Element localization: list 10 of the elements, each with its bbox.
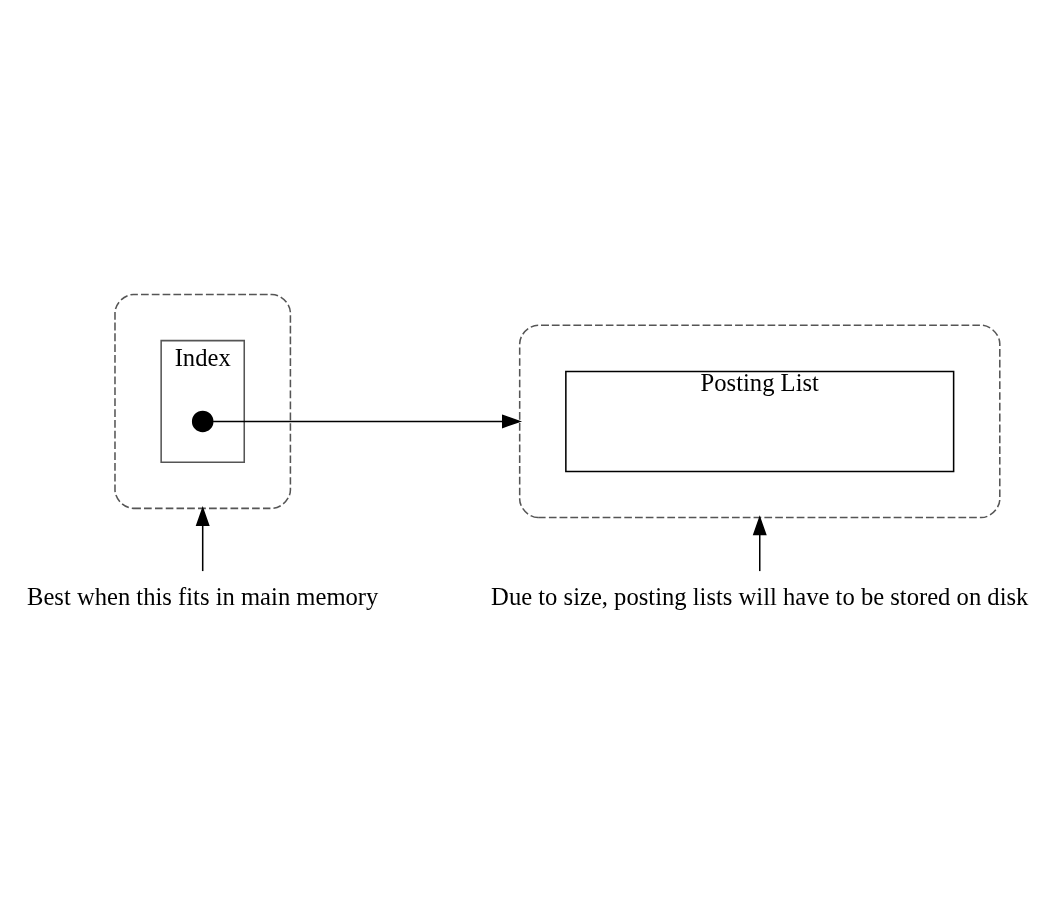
node-text: Best when this fits in main memory (27, 582, 379, 610)
arrow (752, 515, 767, 572)
node-box: Posting List (565, 370, 955, 473)
node-circle (191, 410, 214, 433)
cluster (518, 324, 1001, 519)
cluster: Index (160, 339, 245, 463)
node-text: Due to size, posting lists will have to be stored on disk (491, 582, 1029, 610)
arrow (212, 414, 523, 429)
arrow (195, 506, 210, 572)
cluster (114, 293, 292, 510)
